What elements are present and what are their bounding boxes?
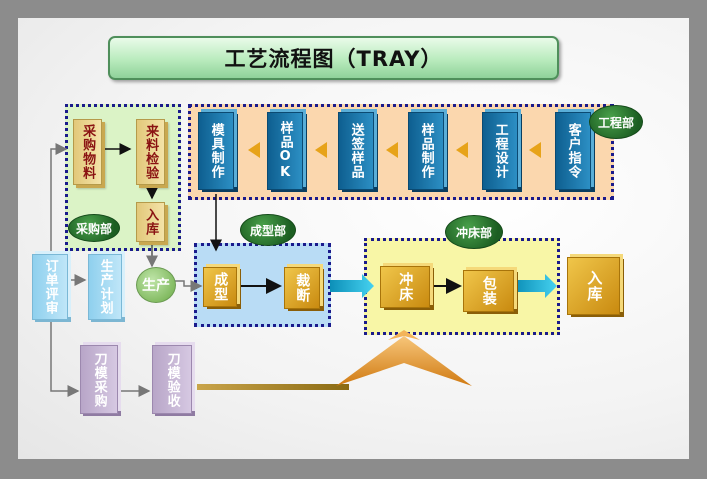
step-final-warehouse: 入库 [567,257,620,315]
step-incoming-inspection: 来料检验 [136,119,165,185]
step-sample-ok: 样品OK [267,112,303,190]
step-punching: 冲床 [380,266,430,308]
step-production-plan: 生产计划 [88,254,122,320]
step-packing: 包装 [463,270,514,312]
step-mold-making: 模具制作 [198,112,234,190]
page-title: 工艺流程图（TRAY） [224,47,443,71]
step-cutting: 裁断 [284,267,320,309]
step-engineering-design: 工程设计 [482,112,518,190]
step-forming: 成型 [203,267,237,307]
step-tooling-purchase: 刀模采购 [80,345,118,414]
step-order-review: 订单评审 [32,254,68,320]
title-banner: 工艺流程图（TRAY） [108,36,559,80]
step-tooling-acceptance: 刀模验收 [152,345,192,414]
step-send-samples: 送签样品 [338,112,374,190]
step-purchase-materials: 采购物料 [73,119,102,185]
step-sample-making: 样品制作 [408,112,444,190]
step-warehouse-in: 入库 [136,202,165,242]
badge-purchasing-dept: 采购部 [68,214,120,242]
badge-punching-dept: 冲床部 [445,215,503,249]
step-customer-instruction: 客户指令 [555,112,591,190]
badge-engineering-dept: 工程部 [589,105,643,139]
flow-connectors [50,142,557,397]
badge-production: 生产 [136,267,176,303]
badge-forming-dept: 成型部 [240,214,296,246]
slide: 工艺流程图（TRAY） [18,18,689,459]
